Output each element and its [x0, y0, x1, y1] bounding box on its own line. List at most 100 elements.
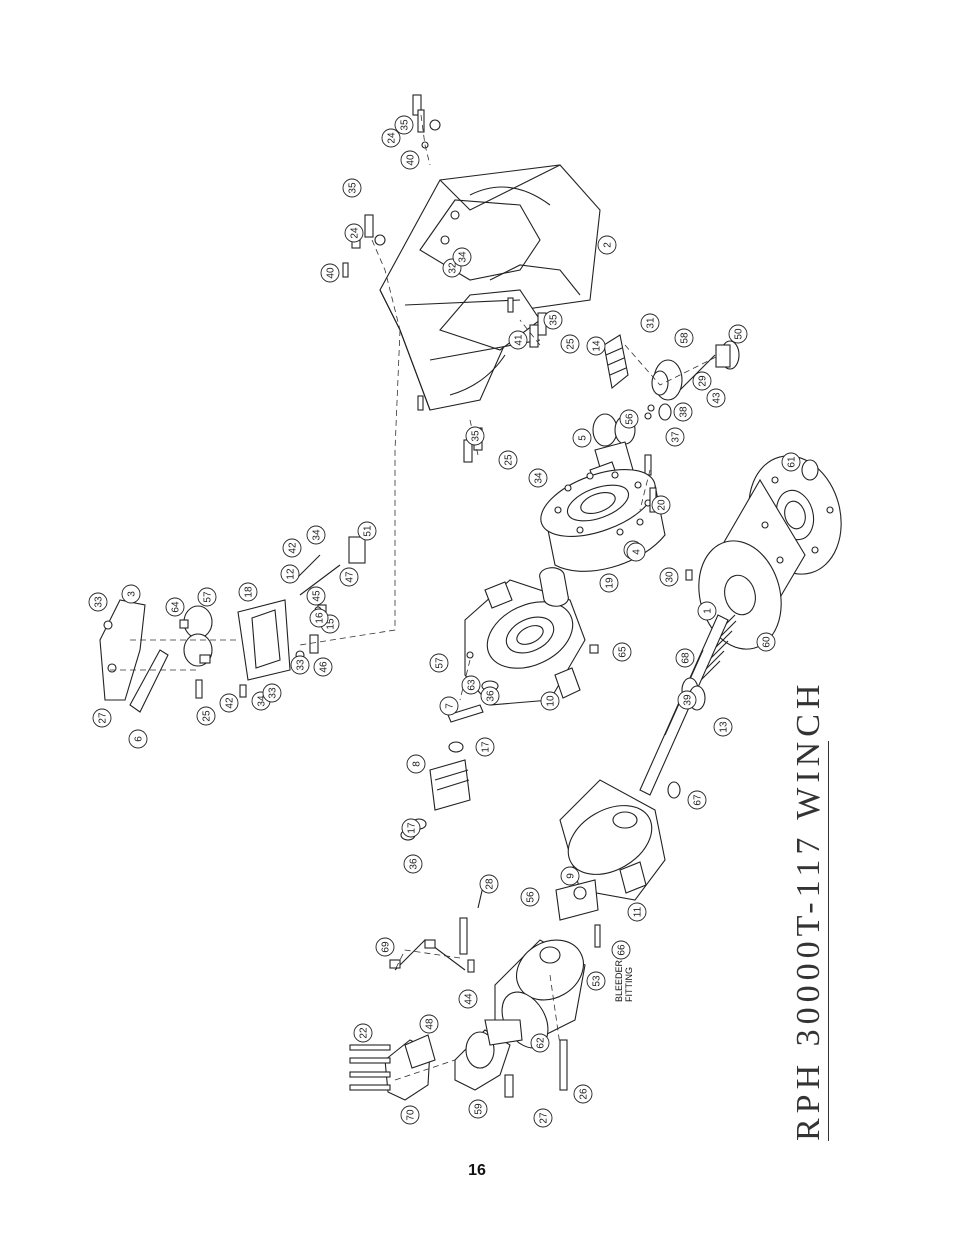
svg-text:2: 2 [603, 242, 614, 248]
callout-50: 50 [728, 324, 748, 344]
brake-housing [540, 469, 666, 572]
svg-text:42: 42 [225, 697, 236, 709]
callout-63: 63 [461, 675, 481, 695]
callout-9: 9 [560, 866, 580, 886]
callout-34: 34 [452, 247, 472, 267]
callout-57: 57 [197, 587, 217, 607]
svg-text:25: 25 [566, 338, 577, 350]
svg-text:13: 13 [719, 721, 730, 733]
svg-text:35: 35 [471, 430, 482, 442]
svg-text:40: 40 [326, 267, 337, 279]
svg-text:50: 50 [734, 328, 745, 340]
svg-text:58: 58 [680, 332, 691, 344]
svg-text:17: 17 [481, 741, 492, 753]
callout-58: 58 [674, 328, 694, 348]
svg-text:35: 35 [400, 119, 411, 131]
svg-text:5: 5 [578, 435, 589, 441]
callout-28: 28 [479, 874, 499, 894]
callout-24: 24 [381, 128, 401, 148]
callout-1: 1 [697, 601, 717, 621]
callout-6: 6 [128, 729, 148, 749]
callout-2: 2 [597, 235, 617, 255]
callout-61: 61 [781, 452, 801, 472]
planetary-housing [559, 779, 666, 901]
callout-53: 53 [586, 971, 606, 991]
svg-text:43: 43 [712, 392, 723, 404]
svg-text:66: 66 [617, 944, 628, 956]
svg-text:61: 61 [787, 456, 798, 468]
callout-35: 35 [543, 310, 563, 330]
svg-text:38: 38 [679, 406, 690, 418]
callout-20: 20 [651, 495, 671, 515]
callout-56: 56 [520, 887, 540, 907]
callout-34: 34 [528, 468, 548, 488]
brake-assembly [589, 334, 740, 493]
svg-text:65: 65 [618, 646, 629, 658]
svg-text:67: 67 [693, 794, 704, 806]
callout-34: 34 [306, 525, 326, 545]
callout-69: 69 [375, 937, 395, 957]
callout-10: 10 [540, 691, 560, 711]
callout-47: 47 [339, 567, 359, 587]
svg-text:40: 40 [406, 154, 417, 166]
callout-41: 41 [508, 330, 528, 350]
callout-44: 44 [458, 989, 478, 1009]
svg-text:56: 56 [625, 413, 636, 425]
svg-text:14: 14 [592, 340, 603, 352]
callout-57: 57 [429, 653, 449, 673]
svg-text:34: 34 [257, 695, 268, 707]
svg-text:45: 45 [312, 590, 323, 602]
callout-68: 68 [675, 648, 695, 668]
callout-35: 35 [465, 426, 485, 446]
callout-67: 67 [687, 790, 707, 810]
callout-16: 16 [309, 608, 329, 628]
callout-11: 11 [627, 902, 647, 922]
callout-35: 35 [342, 178, 362, 198]
callout-70: 70 [400, 1105, 420, 1125]
svg-text:41: 41 [514, 334, 525, 346]
svg-text:30: 30 [665, 571, 676, 583]
svg-text:20: 20 [657, 499, 668, 511]
callout-60: 60 [756, 632, 776, 652]
svg-text:28: 28 [485, 878, 496, 890]
callout-35: 35 [394, 115, 414, 135]
callout-37: 37 [665, 427, 685, 447]
callout-33: 33 [88, 592, 108, 612]
svg-text:18: 18 [244, 586, 255, 598]
svg-text:9: 9 [566, 873, 577, 879]
svg-text:70: 70 [406, 1109, 417, 1121]
hydraulic-motor [454, 877, 601, 1098]
callout-30: 30 [659, 567, 679, 587]
svg-text:69: 69 [381, 941, 392, 953]
winch-drum [685, 455, 842, 650]
svg-text:68: 68 [681, 652, 692, 664]
svg-text:24: 24 [387, 132, 398, 144]
svg-text:57: 57 [435, 657, 446, 669]
svg-text:8: 8 [412, 761, 423, 767]
callout-13: 13 [713, 717, 733, 737]
svg-text:1: 1 [703, 608, 714, 614]
callout-25: 25 [498, 450, 518, 470]
svg-text:37: 37 [671, 431, 682, 443]
callout-33: 33 [290, 655, 310, 675]
svg-text:24: 24 [350, 227, 361, 239]
callout-12: 12 [280, 564, 300, 584]
callout-33: 33 [262, 683, 282, 703]
callout-29: 29 [692, 371, 712, 391]
svg-text:34: 34 [312, 529, 323, 541]
callout-18: 18 [238, 582, 258, 602]
callout-62: 62 [530, 1033, 550, 1053]
svg-text:3: 3 [127, 591, 138, 597]
svg-text:32: 32 [448, 262, 459, 274]
svg-text:4: 4 [632, 549, 643, 555]
callout-8: 8 [406, 754, 426, 774]
callout-64: 64 [165, 597, 185, 617]
svg-text:25: 25 [202, 710, 213, 722]
svg-text:33: 33 [296, 659, 307, 671]
svg-text:36: 36 [486, 690, 497, 702]
callout-25: 25 [560, 334, 580, 354]
svg-text:10: 10 [546, 695, 557, 707]
callout-59: 59 [468, 1099, 488, 1119]
svg-text:44: 44 [464, 993, 475, 1005]
svg-text:25: 25 [504, 454, 515, 466]
